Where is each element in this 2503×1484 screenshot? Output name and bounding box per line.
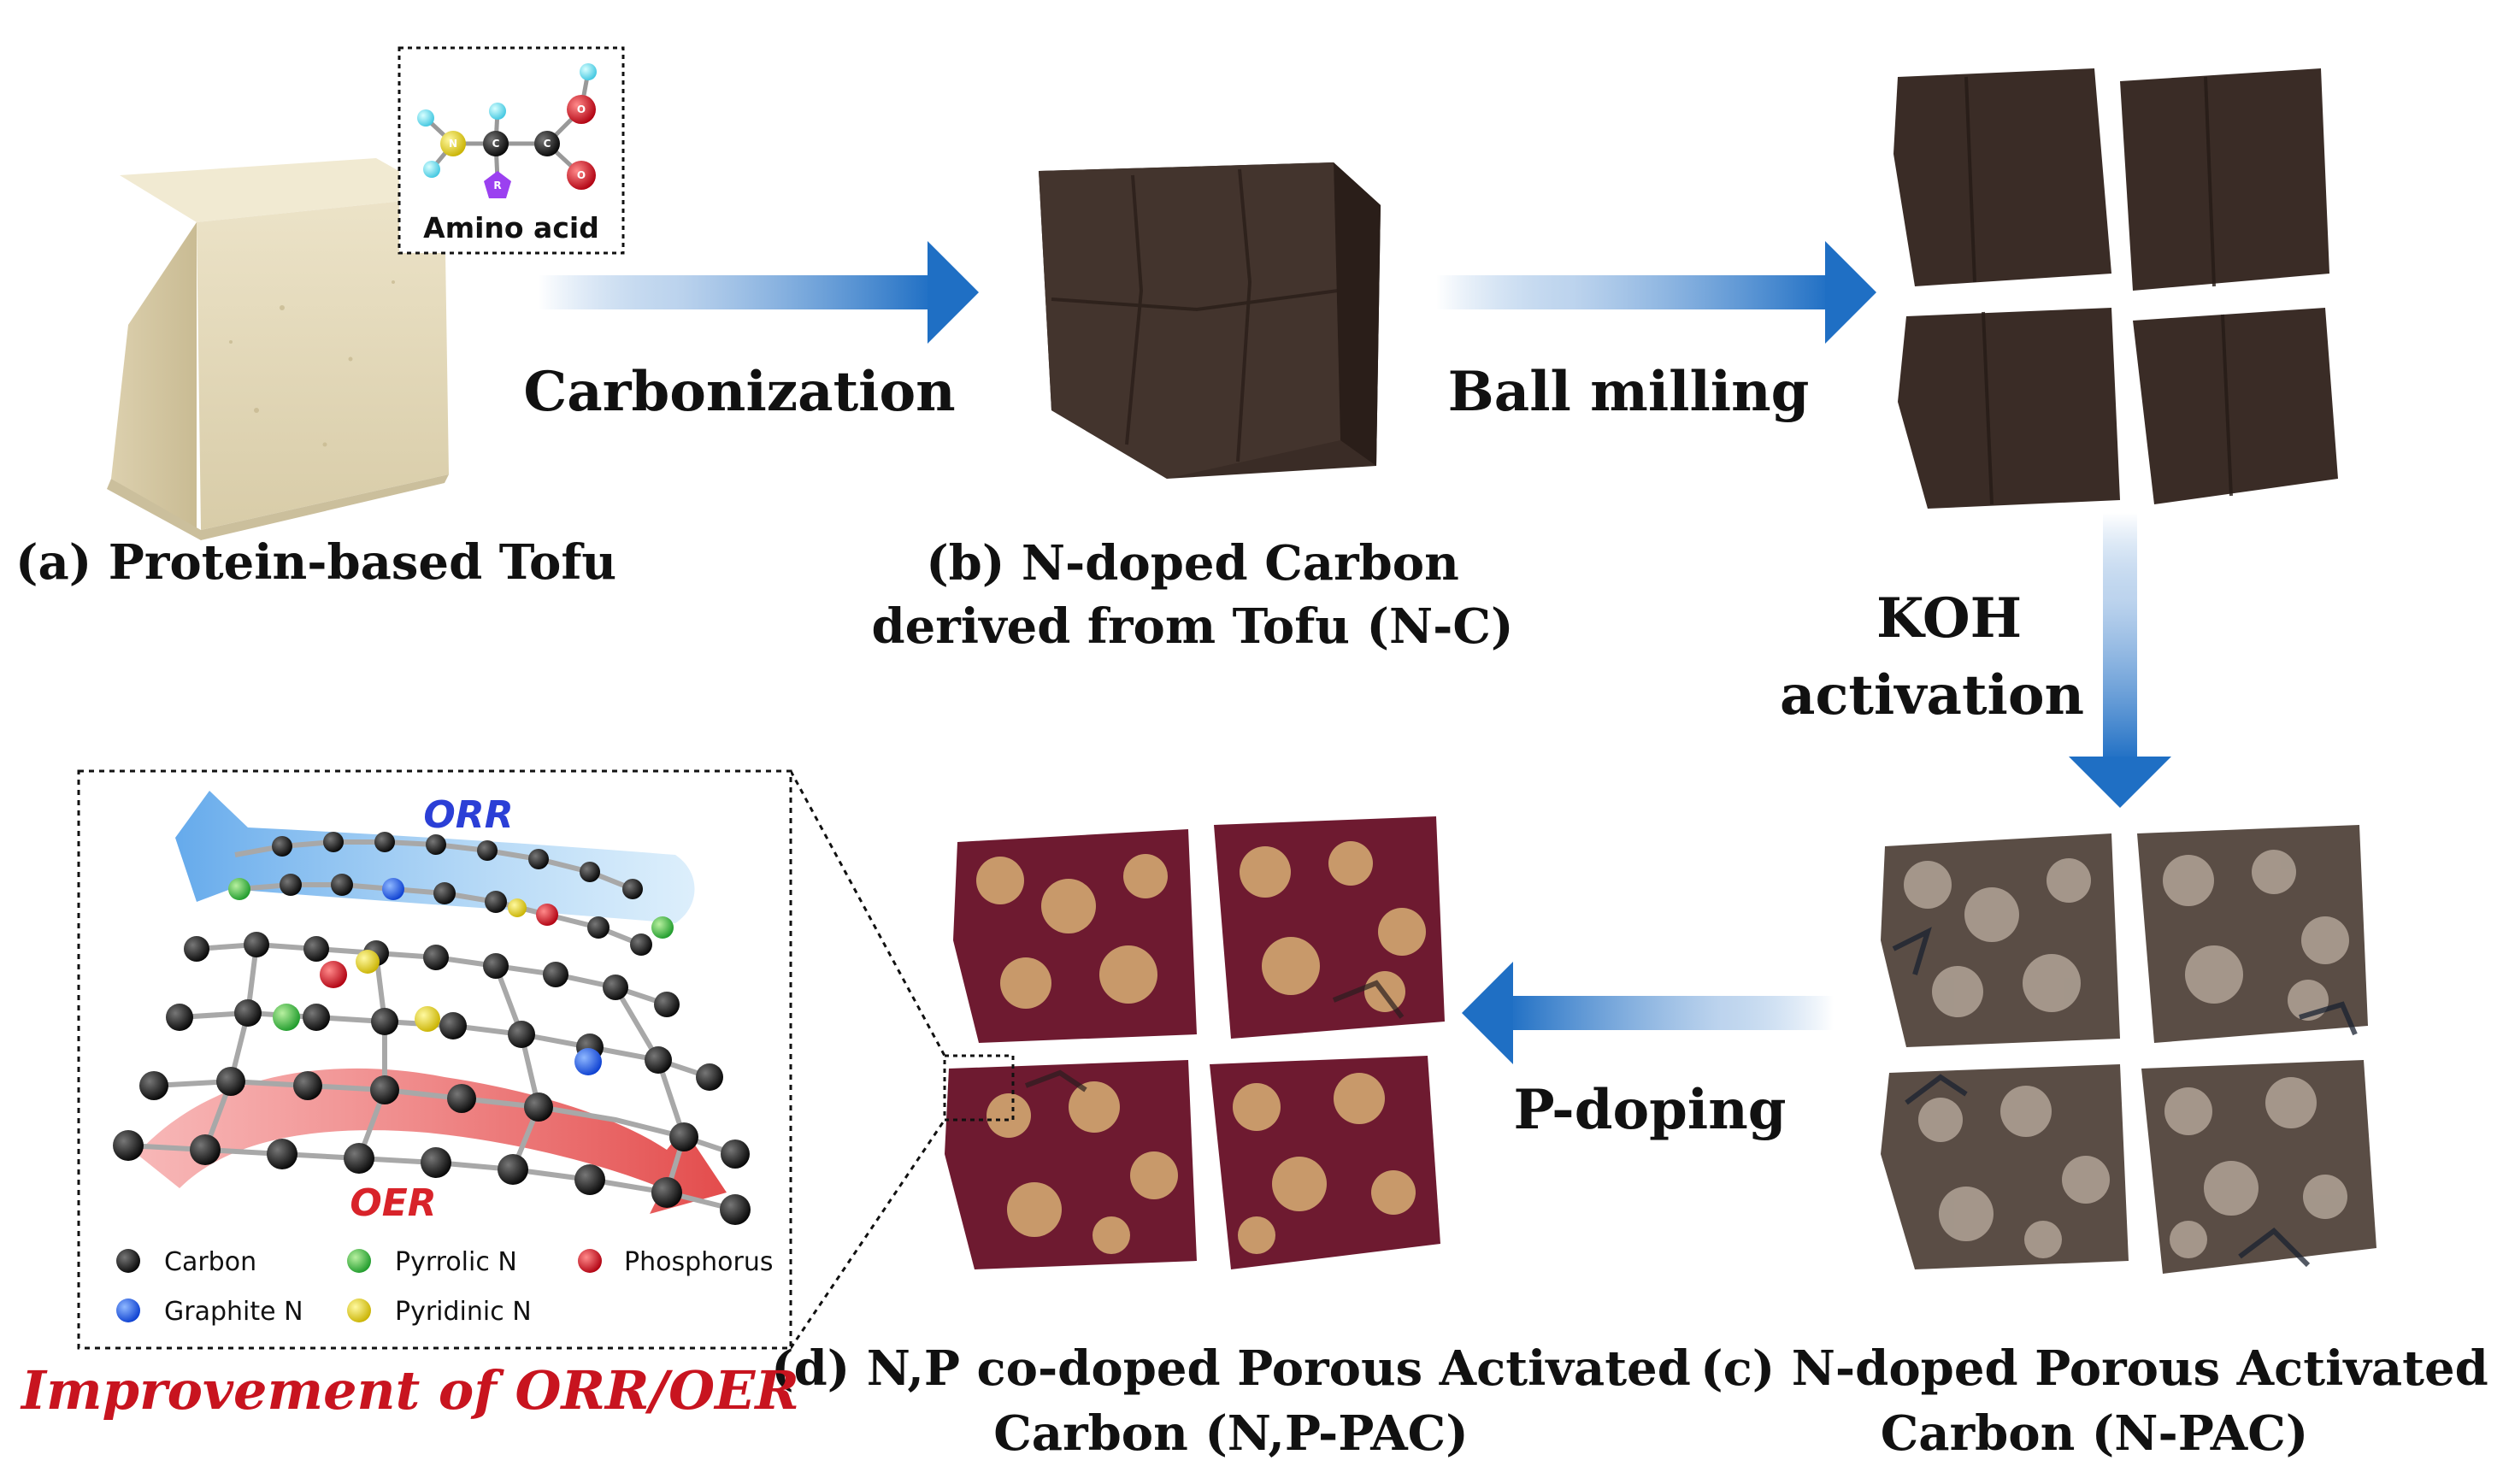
label-koh-line2: activation	[1780, 663, 2084, 727]
legend-swatch-pyrrolic-n	[347, 1249, 371, 1273]
label-ball-milling: Ball milling	[1448, 360, 1810, 424]
legend-swatch-phosphorus	[578, 1249, 602, 1273]
amino-acid-label: Amino acid	[423, 211, 599, 244]
legend-swatch-graphite-n	[116, 1298, 140, 1322]
caption-c-line1: (c) N-doped Porous Activated	[1700, 1340, 2488, 1397]
legend-label-carbon: Carbon	[164, 1247, 256, 1277]
oer-label: OER	[350, 1181, 436, 1225]
arrow-p-doping	[1462, 962, 1834, 1064]
zoom-connectors	[791, 771, 945, 1348]
legend-swatch-pyridinic-n	[347, 1298, 371, 1322]
tofu-image	[107, 158, 449, 540]
caption-b-line1: (b) N-doped Carbon	[926, 535, 1459, 592]
graphene-inset: ORR OER Carbon Pyrrolic N Phosphorus Gra…	[79, 771, 791, 1348]
caption-d-line1: (d) N,P co-doped Porous Activated	[771, 1340, 1691, 1397]
atom-c1: C	[492, 138, 500, 150]
arrow-ball-milling	[1436, 241, 1876, 344]
atom-o1: O	[577, 103, 586, 115]
amino-acid-inset: N C C O O R Amino acid	[399, 48, 623, 253]
atom-c2: C	[544, 138, 551, 150]
label-koh-line1: KOH	[1876, 586, 2022, 651]
atom-n: N	[449, 138, 457, 150]
legend-label-pyrrolic-n: Pyrrolic N	[395, 1247, 517, 1277]
legend-swatch-carbon	[116, 1249, 140, 1273]
label-carbonization: Carbonization	[523, 360, 955, 424]
orr-label: ORR	[423, 793, 513, 837]
caption-d-line2: Carbon (N,P-PAC)	[993, 1405, 1469, 1462]
legend-label-graphite-n: Graphite N	[164, 1297, 303, 1327]
label-p-doping: P-doping	[1514, 1078, 1787, 1142]
arrow-carbonization	[539, 241, 979, 344]
improvement-label: Improvement of ORR/OER	[20, 1359, 799, 1422]
atom-o2: O	[577, 169, 586, 181]
ball-milled-pieces-image	[1893, 68, 2338, 509]
nc-cube-image	[1039, 162, 1381, 479]
legend-label-pyridinic-n: Pyridinic N	[395, 1297, 532, 1327]
legend-label-phosphorus: Phosphorus	[624, 1247, 773, 1277]
nppac-pieces-image	[945, 816, 1445, 1269]
caption-a: (a) Protein-based Tofu	[15, 534, 616, 591]
atom-r: R	[493, 180, 501, 191]
arrow-koh-activation	[2069, 513, 2171, 808]
caption-c-line2: Carbon (N-PAC)	[1881, 1405, 2309, 1462]
caption-b-line2: derived from Tofu (N-C)	[872, 598, 1514, 655]
npac-pieces-image	[1881, 825, 2376, 1274]
